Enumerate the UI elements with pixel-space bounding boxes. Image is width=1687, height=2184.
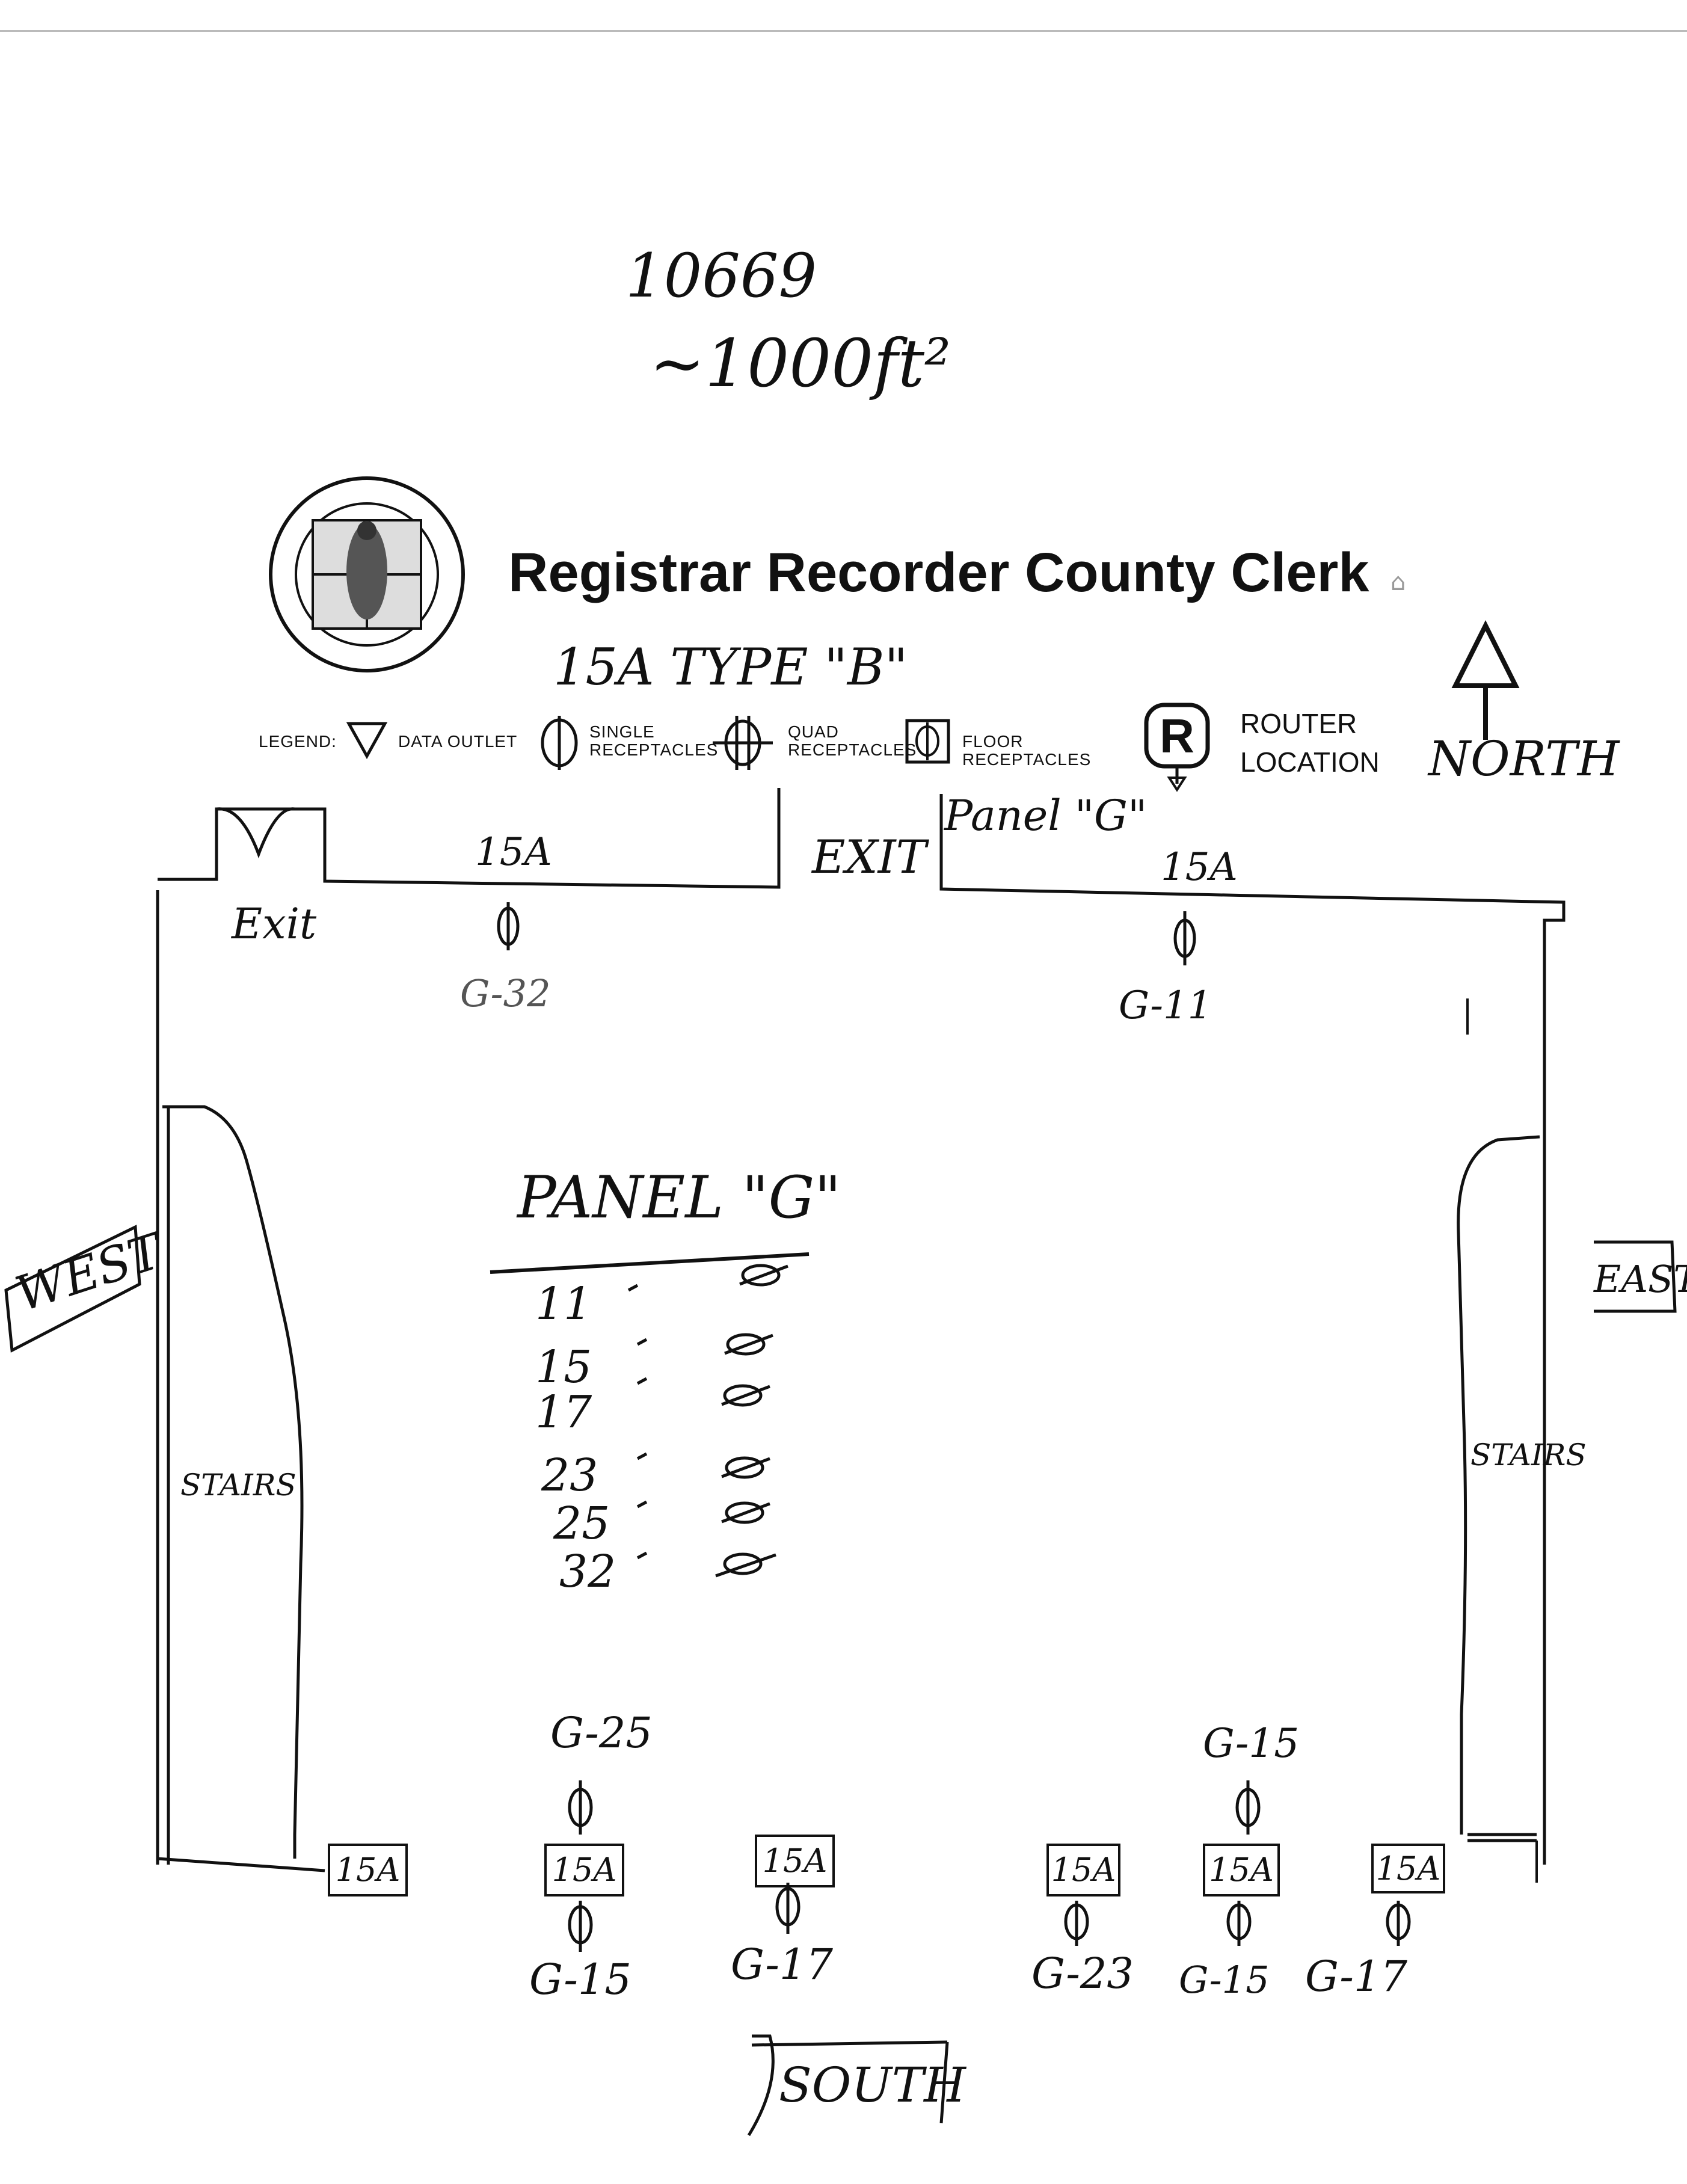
panel-table-title: PANEL "G" — [517, 1164, 841, 1231]
north-receptacles — [497, 902, 1196, 965]
south-upper-circuit-1: G-25 — [550, 1708, 653, 1758]
exit-center-label: EXIT — [812, 830, 927, 884]
south-box-3: 15A — [755, 1835, 835, 1887]
south-circuit-3: G-17 — [731, 1940, 833, 1989]
home-icon: ⌂ — [1390, 568, 1406, 596]
panel-row-2: 15 — [535, 1341, 592, 1393]
south-lower-receptacles — [568, 1883, 1411, 1952]
north-left-amp: 15A — [475, 830, 552, 875]
legend-label: LEGEND: — [259, 732, 337, 751]
panel-checkmarks — [627, 1264, 788, 1578]
north-wall-segment — [158, 788, 781, 889]
south-circuit-6: G-17 — [1305, 1952, 1407, 2001]
exit-left-label: Exit — [232, 899, 317, 949]
north-right-circuit: G-11 — [1119, 983, 1212, 1028]
panel-row-3: 17 — [535, 1386, 592, 1438]
stairs-east-label: STAIRS — [1470, 1438, 1587, 1472]
east-label: EAST — [1594, 1257, 1687, 1301]
south-circuit-4: G-23 — [1031, 1949, 1134, 1998]
router-letter: R — [1160, 709, 1194, 763]
floor-receptacle-icon — [905, 719, 950, 764]
west-box — [4, 1225, 141, 1353]
legend-data-outlet: DATA OUTLET — [398, 732, 518, 751]
east-box — [1594, 1240, 1677, 1313]
north-right-amp: 15A — [1161, 845, 1238, 890]
note-area: ~1000ft² — [650, 325, 951, 402]
south-upper-circuit-2: G-15 — [1203, 1720, 1300, 1767]
south-upper-receptacles — [568, 1780, 1261, 1835]
single-receptacle-icon — [538, 716, 580, 770]
panel-row-4: 23 — [541, 1450, 598, 1501]
router-label-2: LOCATION — [1240, 746, 1380, 778]
type-note: 15A TYPE "B" — [553, 638, 908, 697]
legend-single-receptacles: SINGLE RECEPTACLES — [589, 722, 719, 759]
south-label: SOUTH — [779, 2057, 966, 2113]
south-bracket — [747, 2034, 775, 2136]
panel-row-1: 11 — [535, 1278, 592, 1330]
legend-quad-receptacles: QUAD RECEPTACLES — [788, 722, 917, 759]
router-icon: R — [1144, 703, 1210, 793]
south-box-6: 15A — [1371, 1844, 1445, 1893]
south-box-1: 15A — [328, 1844, 408, 1896]
stairs-east — [1457, 1135, 1540, 1835]
top-rule — [0, 30, 1687, 32]
north-label: NORTH — [1428, 731, 1620, 787]
data-outlet-icon — [346, 719, 388, 761]
stairs-west — [162, 1105, 304, 1859]
south-circuit-2: G-15 — [529, 1955, 631, 2004]
north-left-circuit: G-32 — [460, 971, 551, 1015]
legend-floor-receptacles: FLOOR RECEPTACLES — [962, 732, 1092, 769]
page-title: Registrar Recorder County Clerk — [508, 542, 1369, 603]
south-box-4: 15A — [1046, 1844, 1120, 1896]
note-number: 10669 — [625, 241, 817, 311]
county-seal-graphic — [269, 476, 465, 672]
south-circuit-5: G-15 — [1179, 1958, 1270, 2002]
router-label-1: ROUTER — [1240, 708, 1357, 739]
south-box-5: 15A — [1203, 1844, 1280, 1896]
panel-row-6: 32 — [559, 1546, 616, 1598]
quad-receptacle-icon — [713, 716, 773, 770]
county-seal — [265, 475, 469, 674]
panel-note: Panel "G" — [944, 791, 1148, 840]
south-box-2: 15A — [544, 1844, 624, 1896]
stairs-west-label: STAIRS — [180, 1468, 297, 1503]
north-wall-right — [939, 794, 1566, 1865]
panel-row-5: 25 — [553, 1498, 610, 1549]
